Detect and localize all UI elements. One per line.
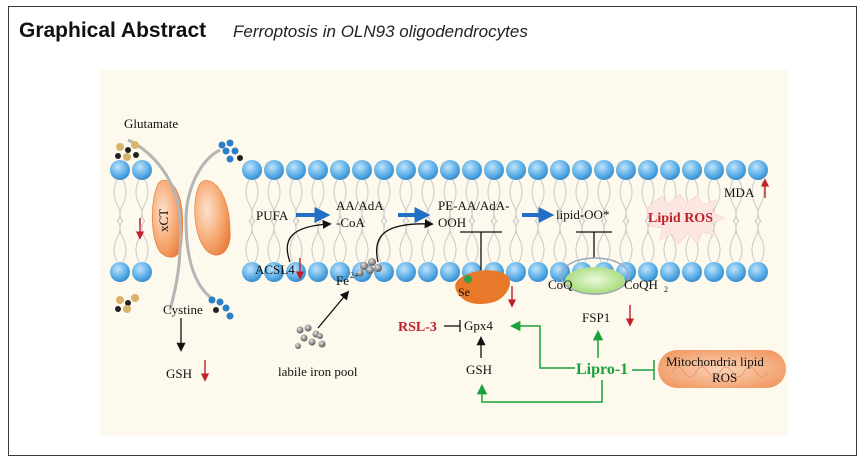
lipid-head <box>484 160 504 180</box>
lipid-head <box>418 160 438 180</box>
labile-iron-pool-label: labile iron pool <box>278 364 358 379</box>
page-subtitle: Ferroptosis in OLN93 oligodendrocytes <box>233 22 528 41</box>
coqh-subscript: 2 <box>664 285 668 294</box>
mito-ros-label-1: Mitochondria lipid <box>666 354 764 369</box>
fsp1-label: FSP1 <box>582 310 610 325</box>
fsp1-protein <box>565 267 625 295</box>
acsl4-label: ACSL4 <box>255 262 295 277</box>
lipid-head <box>682 262 702 282</box>
lipid-head <box>440 262 460 282</box>
lipid-head <box>374 160 394 180</box>
lipid-head <box>462 160 482 180</box>
mito-ros-label-2: ROS <box>712 370 737 385</box>
lipid-head <box>506 262 526 282</box>
lipid-head <box>396 262 416 282</box>
iron-cluster-icon <box>356 258 382 277</box>
lipid-head <box>638 262 658 282</box>
lipid-head <box>352 160 372 180</box>
labile-iron-pool-icon <box>295 324 326 349</box>
gpx4-label: Gpx4 <box>464 318 493 333</box>
lipro1-to-gpx4-arrow <box>509 320 575 369</box>
coq-cycle-ring <box>560 257 630 295</box>
lipid-head <box>330 262 350 282</box>
lipid-head <box>308 262 328 282</box>
lipid-head <box>726 160 746 180</box>
acsl4-catalysis-arrow <box>286 219 332 263</box>
lipid-head <box>572 160 592 180</box>
glutamate-label: Glutamate <box>124 116 178 131</box>
gsh-center-label: GSH <box>466 362 492 377</box>
aa-coa-label-1: AA/AdA <box>336 198 384 213</box>
fe-catalysis-arrow <box>376 219 434 263</box>
glutamate-molecule-icon-bottom <box>115 294 139 313</box>
cystine-molecule-icon-bottom <box>208 296 234 320</box>
lipro1-label: Lipro-1 <box>576 361 628 378</box>
coqh-label: CoQH <box>624 277 658 292</box>
aa-coa-label-2: -CoA <box>336 215 366 230</box>
lipid-head <box>506 160 526 180</box>
lipid-head <box>704 160 724 180</box>
iron-pool-arrow <box>317 290 350 329</box>
lipid-head <box>418 262 438 282</box>
lipid-head <box>396 160 416 180</box>
lipid-head <box>748 262 768 282</box>
lipid-head <box>682 160 702 180</box>
gsh-left-label: GSH <box>166 366 192 381</box>
se-label: Se <box>458 285 470 299</box>
lipid-head <box>726 262 746 282</box>
lipid-head <box>110 262 130 282</box>
lipid-head <box>594 160 614 180</box>
rsl3-label: RSL-3 <box>398 320 437 335</box>
lipid-head <box>638 160 658 180</box>
lipid-oo-label: lipid-OO* <box>556 207 609 222</box>
lipid-ros-burst <box>645 193 725 245</box>
lipid-head <box>660 160 680 180</box>
lipid-head <box>132 262 152 282</box>
lipid-head <box>110 160 130 180</box>
page-title: Graphical Abstract <box>19 19 207 42</box>
pe-aa-label-2: OOH <box>438 215 466 230</box>
lipid-ros-label: Lipid ROS <box>648 211 713 226</box>
lipid-head <box>748 160 768 180</box>
pe-aa-label-1: PE-AA/AdA- <box>438 198 510 213</box>
selenium-site-icon <box>464 275 472 283</box>
lipid-head <box>704 262 724 282</box>
lipid-head <box>528 262 548 282</box>
lipid-head <box>330 160 350 180</box>
lipid-head <box>242 262 262 282</box>
lipid-head <box>616 160 636 180</box>
lipro1-to-gsh-arrow <box>476 380 603 403</box>
mda-label: MDA <box>724 185 755 200</box>
lipid-head <box>264 262 284 282</box>
lipid-heads-inner <box>110 262 768 282</box>
xct-transporter: xCT <box>127 138 231 311</box>
lipid-head <box>528 160 548 180</box>
lipid-heads-outer <box>110 160 768 180</box>
fe-label: Fe <box>336 273 349 288</box>
cystine-label: Cystine <box>163 302 203 317</box>
fe-superscript: 2+ <box>350 271 359 280</box>
glutamate-molecule-icon <box>115 141 139 161</box>
lipid-head <box>660 262 680 282</box>
xct-label: xCT <box>156 209 171 232</box>
lipid-head <box>132 160 152 180</box>
lipid-head <box>550 160 570 180</box>
lipid-head <box>264 160 284 180</box>
lipid-head <box>440 160 460 180</box>
cystine-molecule-icon-top <box>218 139 243 163</box>
lipid-head <box>286 160 306 180</box>
lipid-head <box>308 160 328 180</box>
lipid-head <box>242 160 262 180</box>
coq-label: CoQ <box>548 277 573 292</box>
pufa-label: PUFA <box>256 208 289 223</box>
